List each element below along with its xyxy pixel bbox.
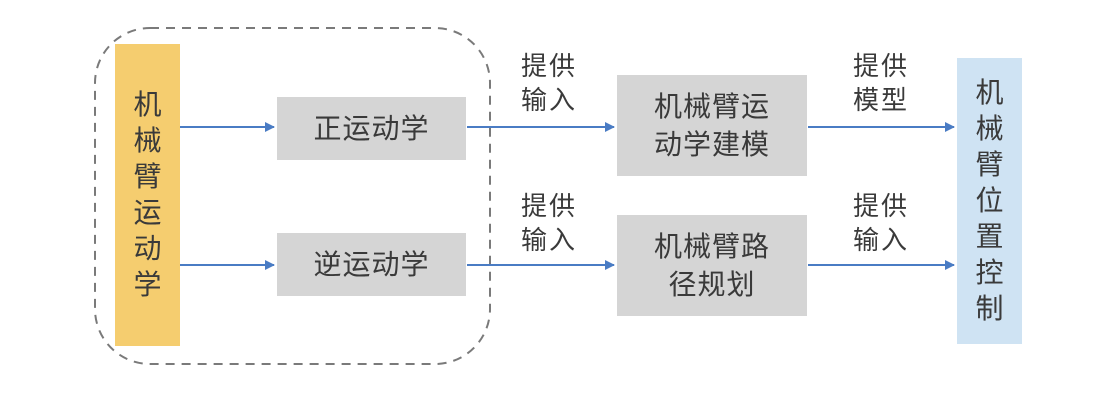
forward-kinematics-label: 正运动学 xyxy=(313,111,430,145)
inverse-kinematics-label: 逆运动学 xyxy=(313,247,430,281)
left-box-char: 机 xyxy=(133,88,162,121)
left-box-char: 械 xyxy=(133,124,162,157)
left-box-char: 动 xyxy=(133,232,162,265)
edge-label-line-2: 输入 xyxy=(852,226,909,256)
modeling-line-2: 动学建模 xyxy=(653,127,770,161)
kinematics-group-border xyxy=(94,27,491,365)
right-box-char: 机 xyxy=(975,76,1004,109)
edge-label-fk-to-modeling: 提供 输入 xyxy=(504,50,594,118)
path-planning-line-2: 径规划 xyxy=(668,267,756,301)
kinematics-modeling-box: 机械臂运 动学建模 xyxy=(617,75,807,176)
path-planning-box: 机械臂路 径规划 xyxy=(617,215,807,316)
edge-label-line-1: 提供 xyxy=(852,52,909,82)
edge-label-line-2: 输入 xyxy=(520,226,577,256)
left-box-char: 学 xyxy=(133,268,162,301)
edge-label-line-1: 提供 xyxy=(520,192,577,222)
right-box-char: 置 xyxy=(975,220,1004,253)
path-planning-line-1: 机械臂路 xyxy=(653,229,770,263)
position-control-box: 机 械 臂 位 置 控 制 xyxy=(957,58,1022,344)
right-box-char: 臂 xyxy=(975,148,1004,181)
right-box-char: 制 xyxy=(975,292,1004,325)
edge-label-ik-to-planning: 提供 输入 xyxy=(504,190,594,258)
inverse-kinematics-box: 逆运动学 xyxy=(277,233,466,296)
forward-kinematics-box: 正运动学 xyxy=(277,97,466,160)
right-box-char: 械 xyxy=(975,112,1004,145)
edge-label-line-1: 提供 xyxy=(520,52,577,82)
right-box-char: 控 xyxy=(975,256,1004,289)
robot-arm-kinematics-box: 机 械 臂 运 动 学 xyxy=(115,44,180,346)
edge-label-line-2: 模型 xyxy=(852,86,909,116)
edge-label-modeling-to-control: 提供 模型 xyxy=(836,50,926,118)
right-box-char: 位 xyxy=(975,184,1004,217)
modeling-line-1: 机械臂运 xyxy=(653,89,770,123)
edge-label-line-2: 输入 xyxy=(520,86,577,116)
edge-label-planning-to-control: 提供 输入 xyxy=(836,190,926,258)
left-box-char: 运 xyxy=(133,196,162,229)
left-box-char: 臂 xyxy=(133,160,162,193)
edge-label-line-1: 提供 xyxy=(852,192,909,222)
